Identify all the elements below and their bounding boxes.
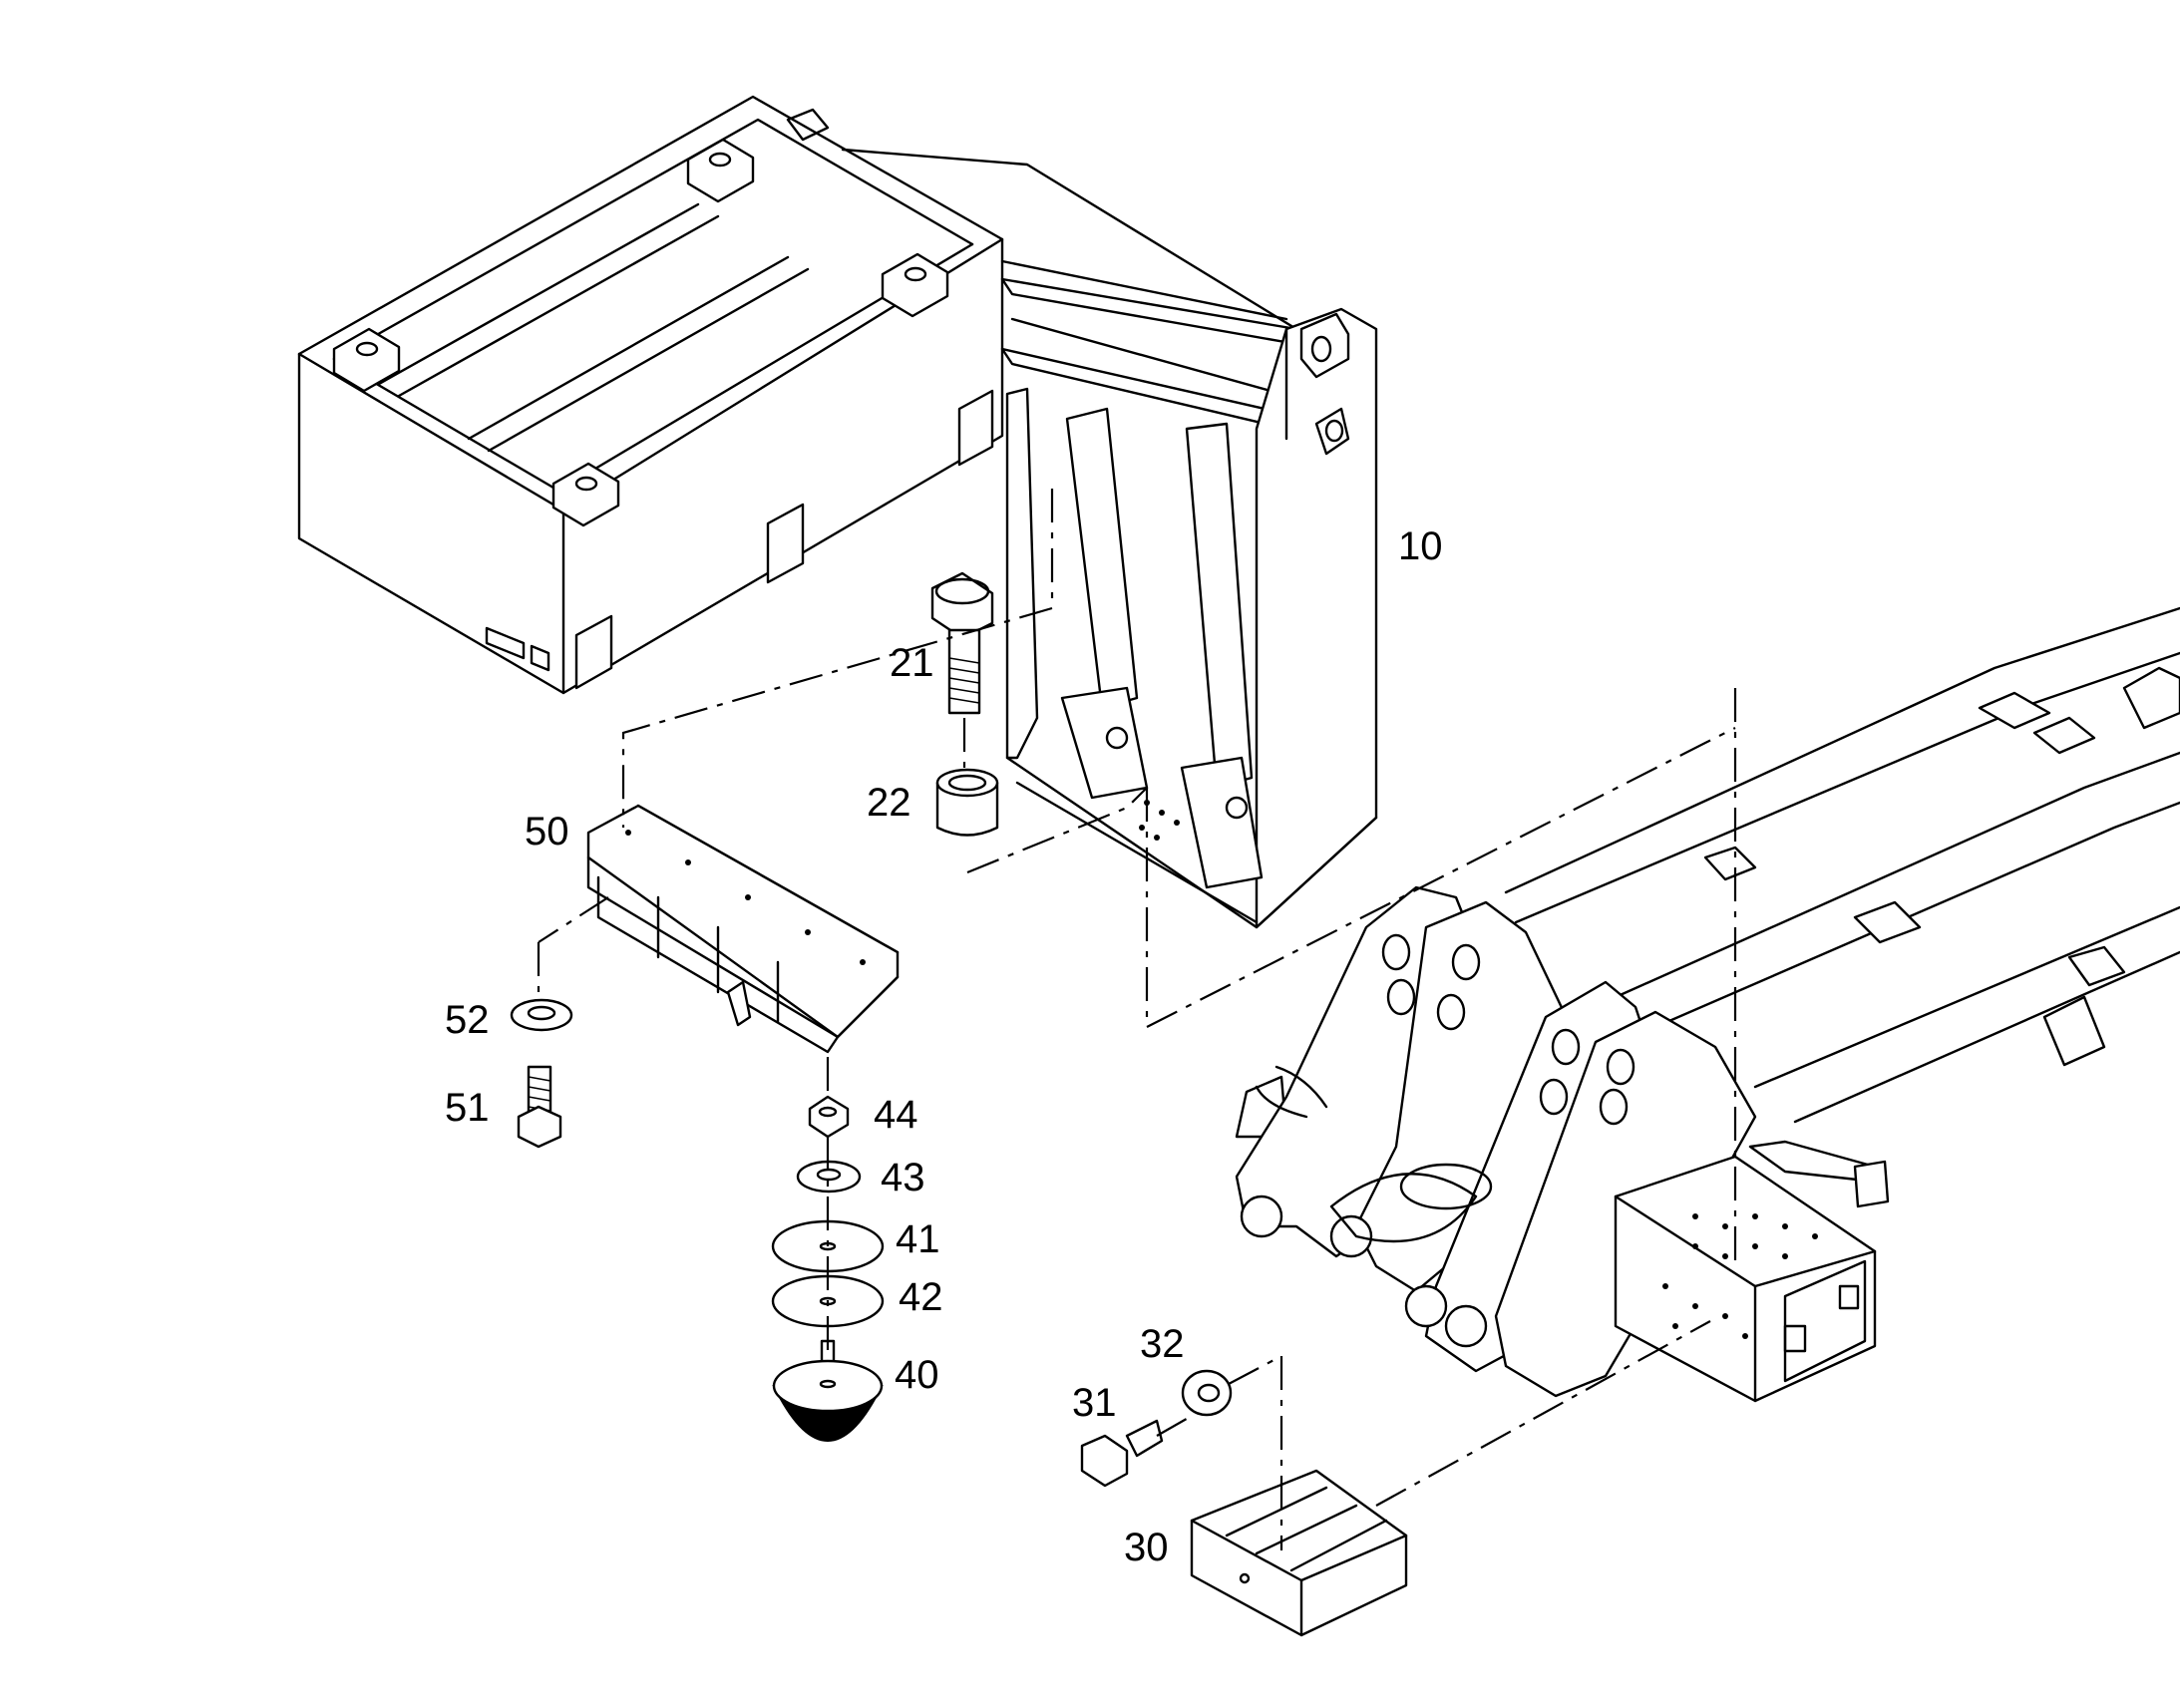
rubber-mount-40 xyxy=(772,1339,884,1442)
bolt-31 xyxy=(1080,1419,1164,1488)
callout-32: 32 xyxy=(1140,1322,1185,1366)
tray-30 xyxy=(1190,1469,1408,1637)
assembly-lines xyxy=(537,489,1737,1550)
callout-51: 51 xyxy=(445,1086,490,1130)
callout-10: 10 xyxy=(1398,524,1443,568)
spacer-22 xyxy=(935,768,999,837)
ballast-box xyxy=(297,95,1004,695)
callout-21: 21 xyxy=(890,641,934,685)
washer-52 xyxy=(510,998,573,1032)
callout-22: 22 xyxy=(867,781,911,825)
bracket-50 xyxy=(586,804,900,1054)
callouts: 10 21 22 50 52 51 44 43 41 42 40 32 31 3… xyxy=(445,524,1443,1569)
callout-52: 52 xyxy=(445,998,490,1042)
nut-44 xyxy=(808,1095,850,1139)
callout-40: 40 xyxy=(895,1353,939,1397)
washer-32 xyxy=(1181,1369,1233,1417)
callout-41: 41 xyxy=(896,1217,940,1261)
bolt-21 xyxy=(930,571,994,715)
callout-30: 30 xyxy=(1124,1526,1169,1569)
callout-43: 43 xyxy=(881,1156,925,1199)
callout-31: 31 xyxy=(1072,1381,1117,1425)
crane-chassis xyxy=(1235,606,2180,1403)
bolt-51 xyxy=(517,1065,562,1149)
callout-50: 50 xyxy=(525,810,569,854)
callout-44: 44 xyxy=(874,1093,918,1137)
callout-42: 42 xyxy=(899,1275,943,1319)
chassis-bolt-pattern xyxy=(1662,1213,1818,1339)
counterweight-frame xyxy=(841,148,1378,929)
